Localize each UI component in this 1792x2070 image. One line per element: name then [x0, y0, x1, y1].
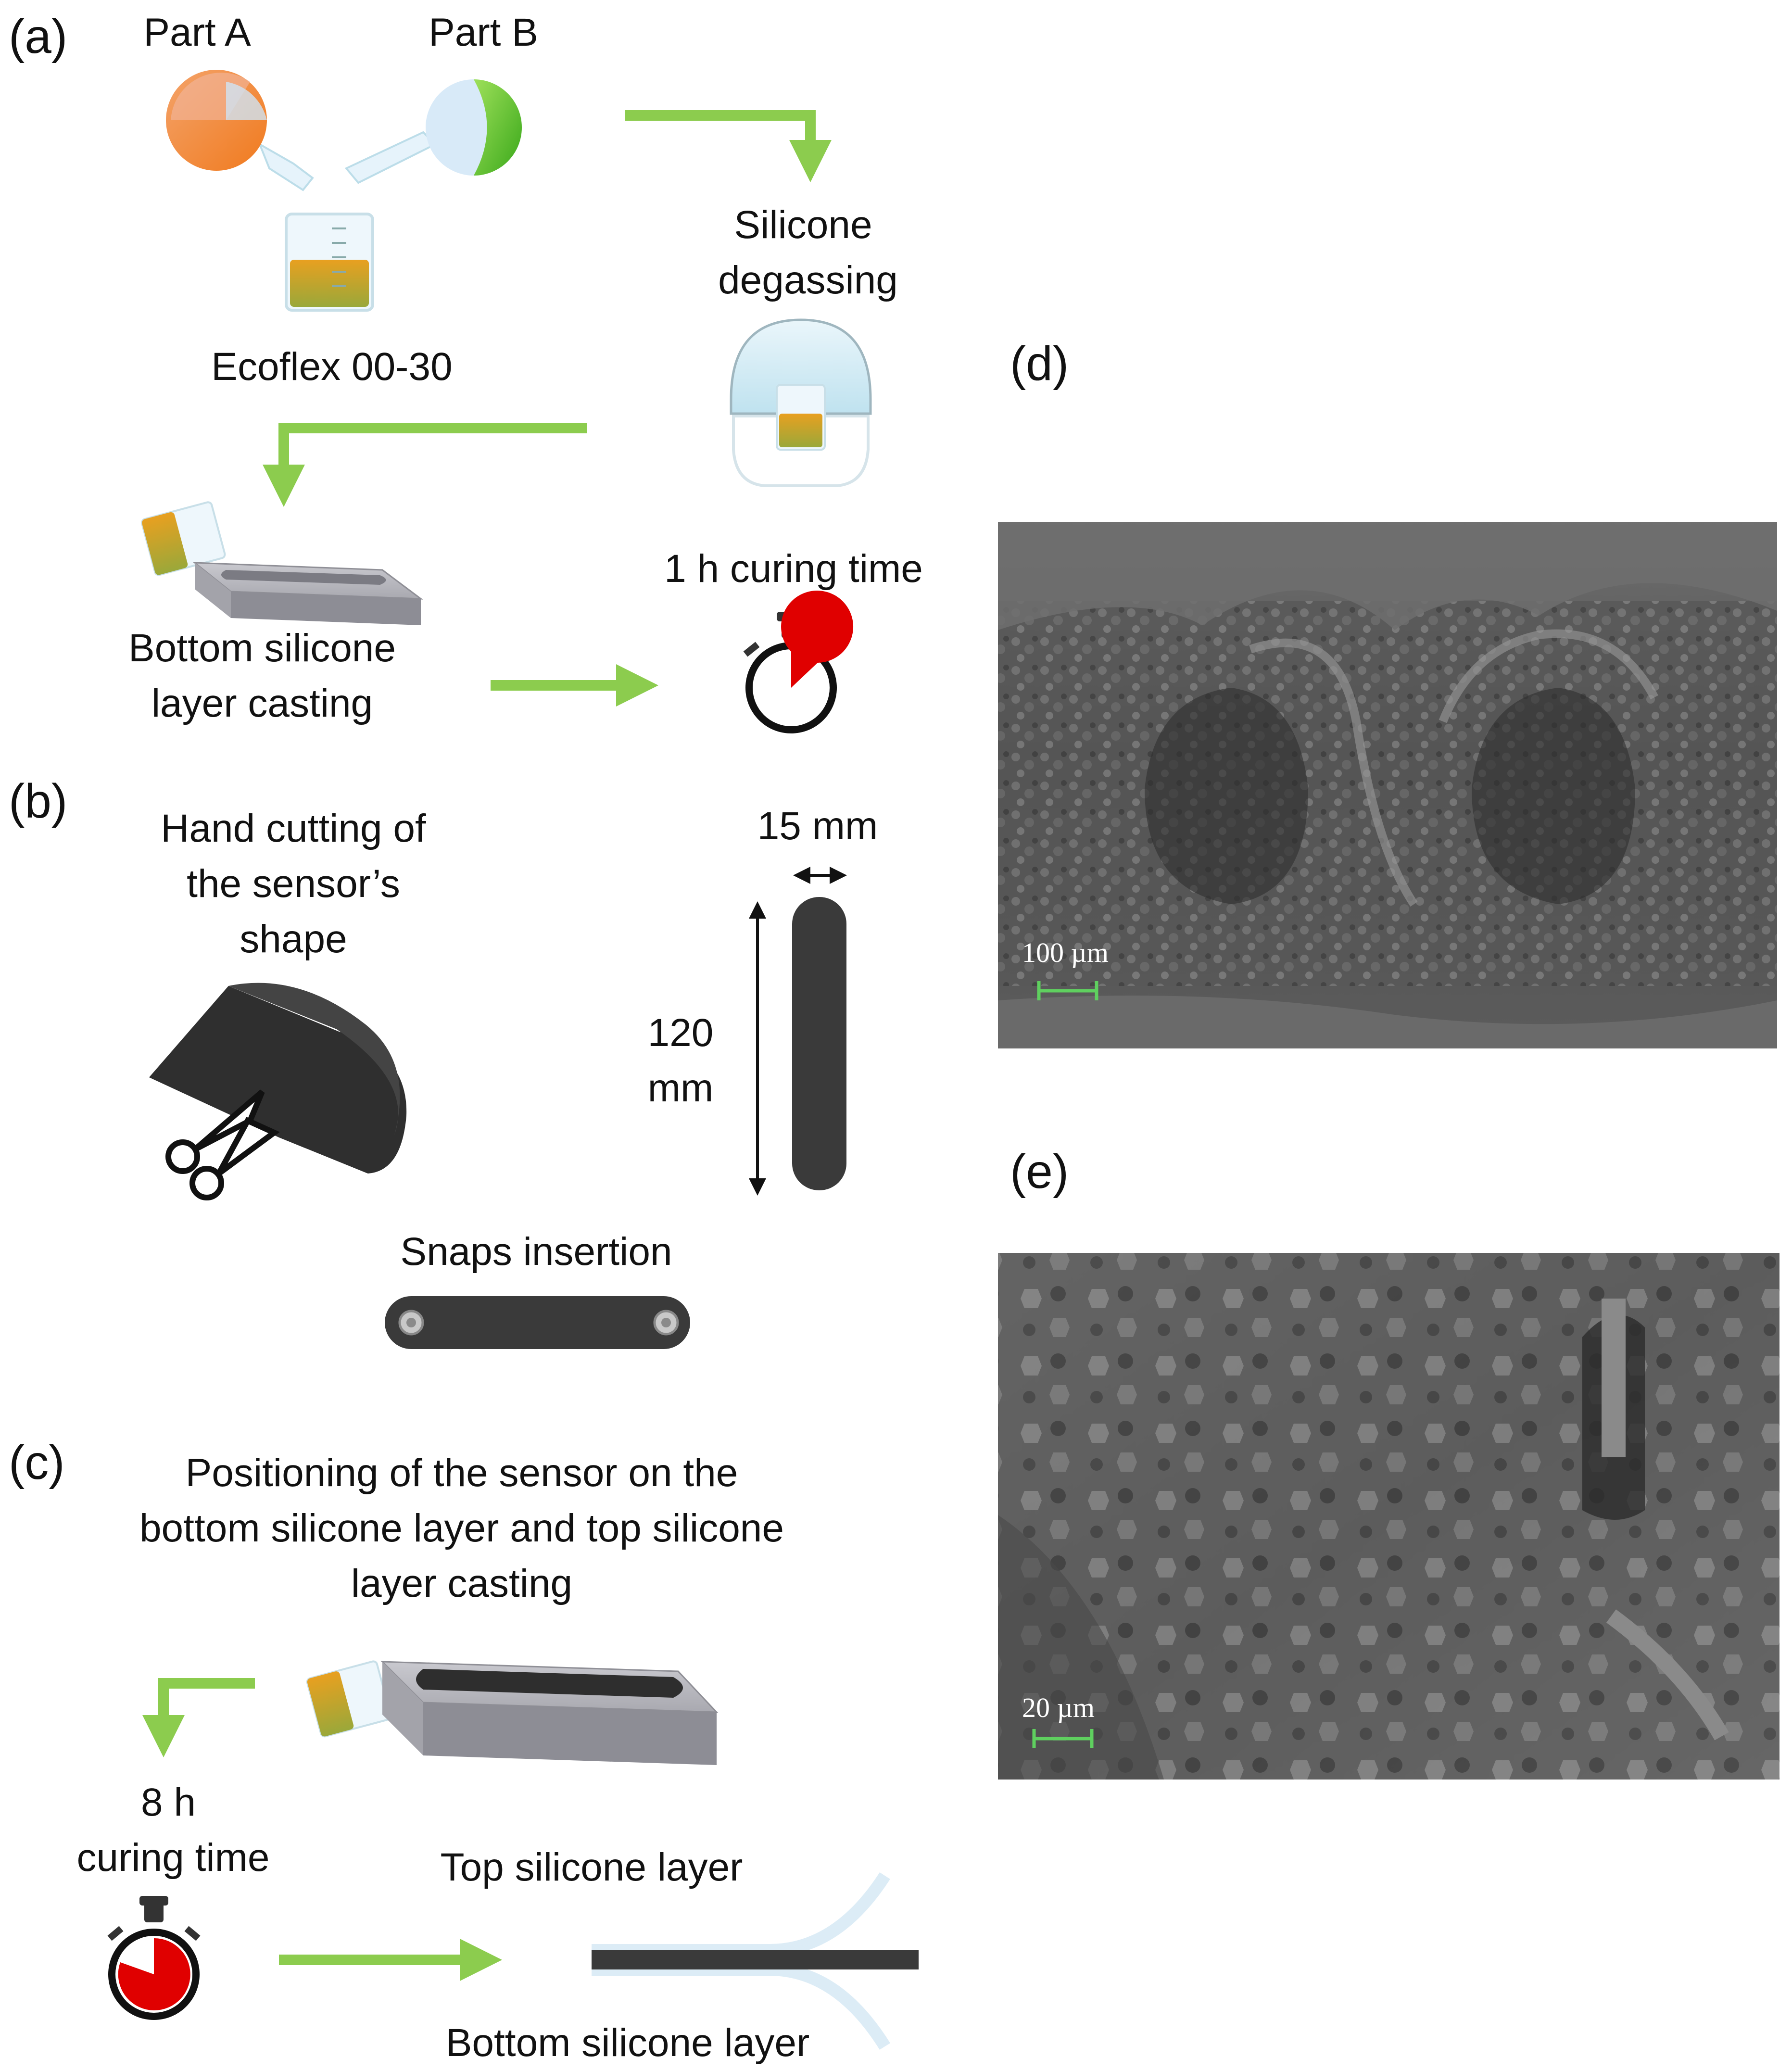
sensor-strip-with-snaps — [385, 1296, 690, 1349]
panel-label-c: (c) — [9, 1436, 65, 1489]
scale-bar-d-label: 100 µm — [1022, 937, 1109, 968]
panel-label-a: (a) — [9, 10, 67, 63]
pouring-cup-icon — [141, 501, 226, 576]
fabric-sheet-icon — [149, 983, 407, 1174]
casting-label-line1: Bottom silicone — [128, 626, 396, 670]
cutting-label-line3: shape — [240, 917, 347, 961]
curing-8h-line1: 8 h — [141, 1780, 196, 1824]
scale-bar-d — [1037, 981, 1098, 1000]
width-label: 15 mm — [757, 804, 878, 848]
length-label-line1: 120 — [648, 1011, 714, 1055]
scale-bar-e-label: 20 µm — [1022, 1692, 1095, 1723]
snaps-label: Snaps insertion — [400, 1230, 672, 1274]
panel-label-e: (e) — [1010, 1145, 1069, 1199]
scissors-icon — [165, 1089, 280, 1200]
flask-a-icon — [166, 70, 314, 191]
flask-b-icon — [344, 79, 522, 184]
curing-8h-line2: curing time — [76, 1836, 269, 1880]
material-label: Ecoflex 00-30 — [211, 345, 452, 389]
arrow-to-casting — [263, 423, 587, 507]
top-layer-label: Top silicone layer — [441, 1845, 743, 1889]
bottom-layer-label: Bottom silicone layer — [446, 2021, 810, 2065]
beaker-icon — [285, 213, 374, 312]
positioning-label-line1: Positioning of the sensor on the — [186, 1451, 738, 1495]
bottom-mold-icon — [192, 562, 423, 625]
arrow-to-degassing — [625, 110, 832, 182]
sem-image-e — [998, 1253, 1779, 1780]
top-mold-icon — [380, 1661, 719, 1765]
pouring-cup-c-icon — [306, 1660, 392, 1738]
panel-label-b: (b) — [9, 774, 67, 828]
degassing-label-line2: degassing — [718, 258, 898, 302]
sensor-strip-vertical — [792, 897, 846, 1190]
stopwatch-icon — [743, 591, 854, 733]
sem-image-d — [998, 522, 1777, 1048]
positioning-label-line3: layer casting — [351, 1562, 572, 1605]
cutting-label-line2: the sensor’s — [187, 862, 400, 906]
panel-label-d: (d) — [1010, 337, 1069, 391]
scale-bar-e — [1032, 1729, 1094, 1748]
stopwatch-c-icon — [107, 1896, 201, 2020]
cutting-label-line1: Hand cutting of — [161, 807, 426, 850]
degassing-label-line1: Silicone — [734, 203, 872, 247]
length-label-line2: mm — [648, 1066, 714, 1110]
part-a-label: Part A — [143, 11, 251, 54]
casting-label-line2: layer casting — [151, 682, 373, 725]
vacuum-chamber-icon — [730, 318, 872, 487]
arrow-to-8h-curing — [142, 1678, 255, 1757]
part-b-label: Part B — [429, 11, 538, 54]
positioning-label-line2: bottom silicone layer and top silicone — [139, 1506, 784, 1550]
layered-sensor-diagram — [592, 1872, 919, 2050]
curing-label: 1 h curing time — [664, 547, 923, 591]
